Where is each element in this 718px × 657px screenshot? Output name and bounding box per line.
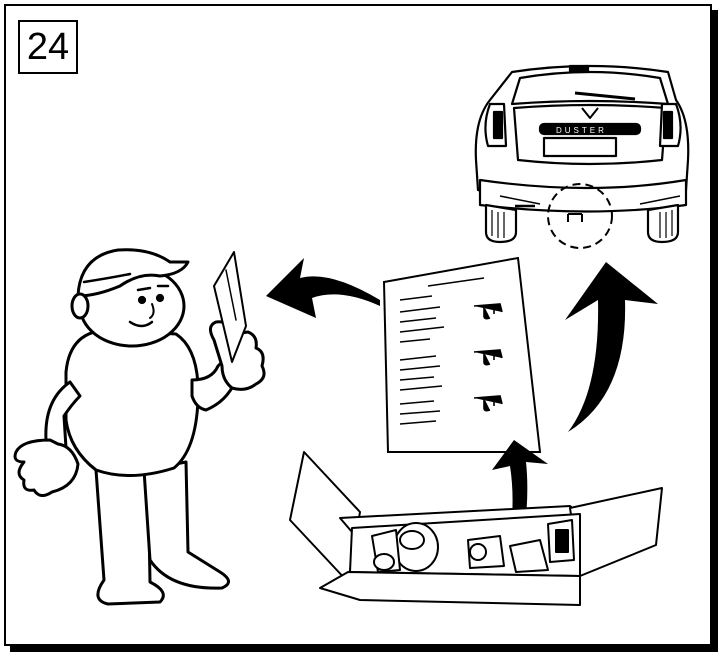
parts-box-icon [290, 452, 662, 605]
mechanic-figure-icon [15, 250, 264, 604]
arrow-to-mechanic-icon [266, 258, 380, 318]
car-rear-icon [476, 66, 688, 242]
arrow-to-car-icon [565, 262, 658, 432]
instruction-sheet-icon [384, 258, 540, 452]
car-badge-text: DUSTER [556, 126, 607, 135]
